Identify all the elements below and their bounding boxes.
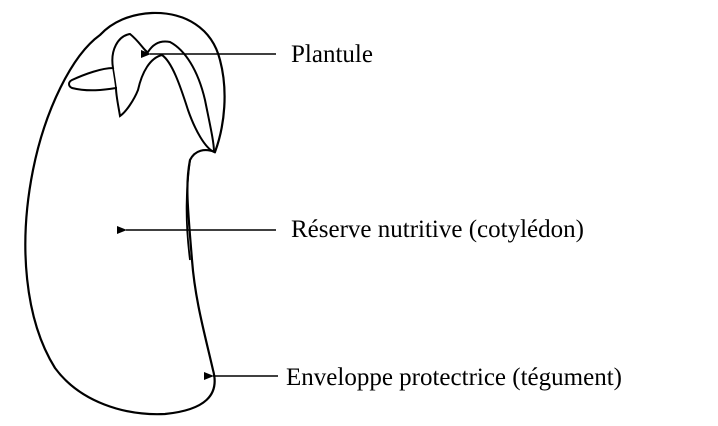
plantule-leaf-line (113, 68, 116, 88)
plantule-shape (69, 34, 214, 152)
enveloppe-label: Enveloppe protectrice (tégument) (286, 365, 622, 390)
seed-coat-outline (25, 13, 224, 414)
reserve-label: Réserve nutritive (cotylédon) (291, 217, 584, 242)
plantule-label: Plantule (291, 42, 373, 67)
